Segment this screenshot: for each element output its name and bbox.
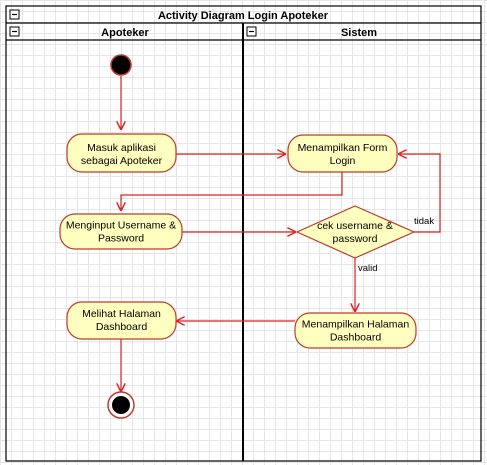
action-label-line1: Menginput Username & <box>66 220 176 232</box>
action-label-line2: Dashboard <box>96 321 148 333</box>
action-label-line1: Masuk aplikasi <box>87 142 156 154</box>
action-label-line2: Password <box>98 233 144 245</box>
action-menginput-username-password[interactable]: Menginput Username & Password <box>59 213 183 250</box>
lane-apoteker-minus-icon[interactable] <box>9 26 20 37</box>
decision-label-line1: cek username & <box>317 220 393 232</box>
edge-form-to-menginput <box>121 172 343 211</box>
action-menampilkan-halaman-dashboard[interactable]: Menampilkan Halaman Dashboard <box>294 312 417 349</box>
action-melihat-halaman-dashboard[interactable]: Melihat Halaman Dashboard <box>66 301 177 340</box>
action-masuk-aplikasi[interactable]: Masuk aplikasi sebagai Apoteker <box>66 133 177 173</box>
edge-decision-tidak-to-form <box>398 154 441 233</box>
guard-tidak: tidak <box>414 216 434 227</box>
final-node[interactable] <box>107 391 135 419</box>
action-label-line2: Dashboard <box>330 332 382 344</box>
decision-label-line2: password <box>333 233 378 245</box>
action-label-line2: Login <box>330 155 356 167</box>
decision-cek-username-password[interactable]: cek username & password <box>295 205 416 259</box>
action-label-line1: Melihat Halaman <box>82 308 161 320</box>
guard-valid: valid <box>358 263 378 274</box>
action-label-line1: Menampilkan Form <box>298 142 388 154</box>
lane-sistem-minus-icon[interactable] <box>246 26 257 37</box>
action-menampilkan-form-login[interactable]: Menampilkan Form Login <box>287 134 398 173</box>
title-minus-icon[interactable] <box>9 9 20 20</box>
diagram-frame <box>5 5 482 462</box>
lane-header-apoteker: Apoteker <box>101 27 149 39</box>
edges <box>121 76 441 392</box>
action-label-line1: Menampilkan Halaman <box>302 319 410 331</box>
lane-header-sistem: Sistem <box>341 27 377 39</box>
diagram-title: Activity Diagram Login Apoteker <box>158 10 329 22</box>
action-label-line2: sebagai Apoteker <box>81 155 163 167</box>
initial-node[interactable] <box>110 54 132 76</box>
